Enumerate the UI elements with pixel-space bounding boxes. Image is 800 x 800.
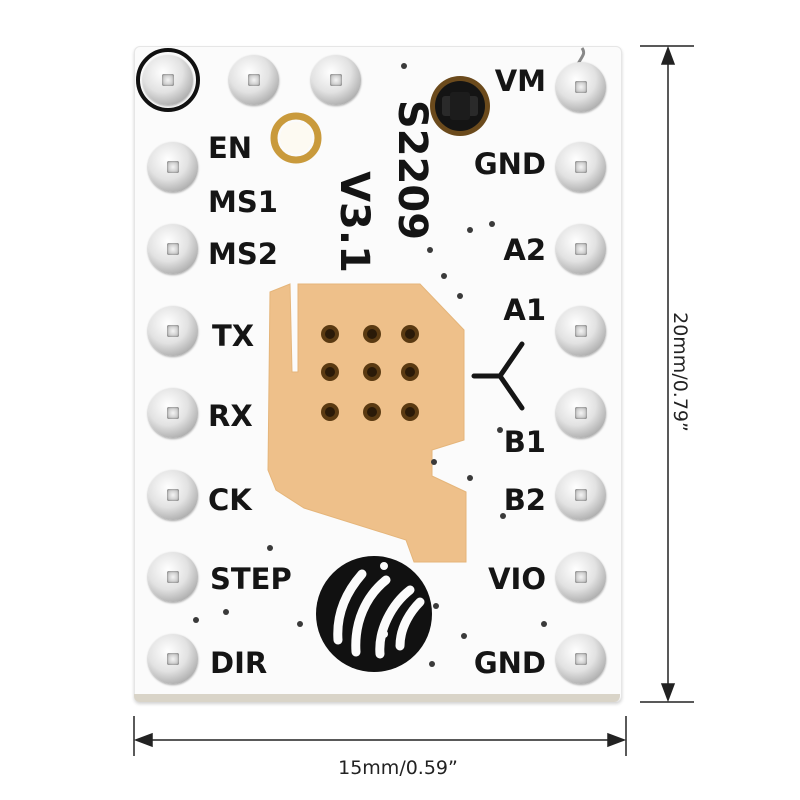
right-pin-b2	[556, 470, 606, 520]
header-pin-top-2	[229, 55, 279, 105]
potentiometer	[430, 76, 490, 136]
right-pin-gnd-top	[556, 142, 606, 192]
left-label-step: STEP	[210, 562, 292, 596]
left-label-tx: TX	[212, 319, 255, 353]
right-label-gnd-bottom: GND	[473, 646, 546, 680]
width-dimension-line	[133, 716, 627, 756]
left-label-rx: RX	[208, 399, 253, 433]
width-dimension-label: 15mm/0.59”	[338, 757, 458, 779]
coil-silk-mark	[471, 341, 525, 411]
board-edge	[134, 694, 620, 702]
left-pin-tx	[148, 306, 198, 356]
left-pin-ms2	[148, 224, 198, 274]
header-pin-top-1	[143, 55, 193, 105]
gold-via-ring	[270, 112, 322, 164]
thermal-pad	[267, 283, 467, 563]
left-label-dir: DIR	[210, 646, 268, 680]
right-pin-vio	[556, 552, 606, 602]
left-label-ms2: MS2	[208, 237, 278, 271]
left-label-en: EN	[208, 131, 253, 165]
right-pin-b1	[556, 388, 606, 438]
right-label-vm: VM	[494, 64, 546, 98]
right-label-b1: B1	[503, 425, 546, 459]
right-pin-vm	[556, 62, 606, 112]
right-pin-gnd-bottom	[556, 634, 606, 684]
right-label-a2: A2	[503, 233, 546, 267]
header-pin-top-3	[311, 55, 361, 105]
right-label-vio: VIO	[488, 562, 546, 596]
height-dimension-label: 20mm/0.79”	[669, 312, 691, 432]
left-pin-dir	[148, 634, 198, 684]
left-pin-en	[148, 142, 198, 192]
left-pin-step	[148, 552, 198, 602]
pin-1-marker-ring	[136, 48, 200, 112]
right-label-gnd-top: GND	[473, 147, 546, 181]
height-dimension-line	[640, 45, 694, 703]
left-pin-rx	[148, 388, 198, 438]
left-pin-ck	[148, 470, 198, 520]
right-label-a1: A1	[503, 293, 546, 327]
left-label-ms1: MS1	[208, 185, 278, 219]
left-label-ck: CK	[208, 483, 252, 517]
version-label: V3.1	[331, 171, 377, 273]
right-label-b2: B2	[503, 483, 546, 517]
model-label: S2209	[389, 99, 435, 241]
right-pin-a2	[556, 224, 606, 274]
brand-logo	[316, 556, 432, 672]
right-pin-a1	[556, 306, 606, 356]
